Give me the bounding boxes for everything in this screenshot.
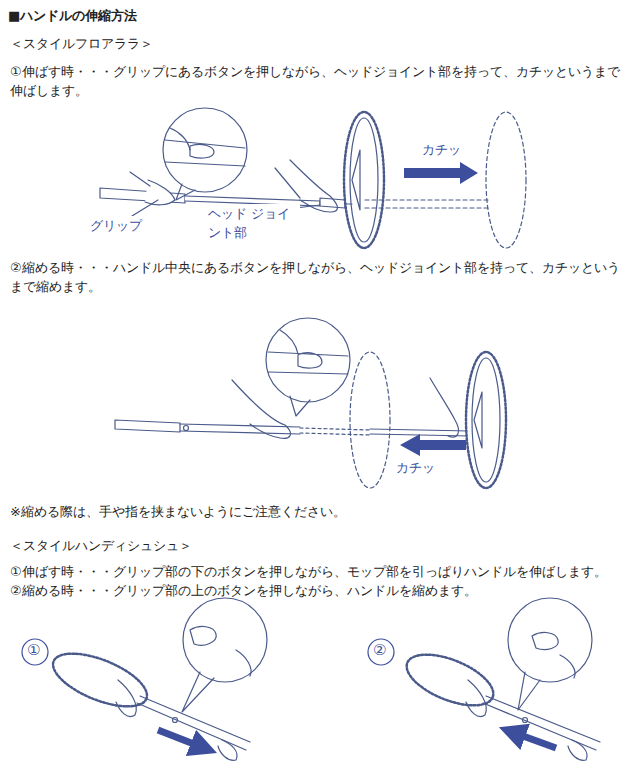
instruction-text: ②縮める時・・・グリップ部の上のボタンを押しながら、ハンドルを縮めます。 [10, 581, 477, 600]
section-heading: ＜スタイルハンディシュシュ＞ [10, 536, 192, 555]
callout-number: ② [373, 641, 386, 659]
callout-number: ① [27, 641, 40, 659]
sound-label: カチッ [394, 458, 437, 477]
instruction-text: ①伸ばす時・・・グリップ部の下のボタンを押しながら、モップ部を引っぱりハンドルを… [10, 562, 607, 581]
instruction-text: ②縮める時・・・ハンドル中央にあるボタンを押しながら、ヘッドジョイント部を持って… [10, 258, 630, 296]
mop-shrink-figure [115, 318, 506, 488]
part-label: グリップ [88, 216, 144, 235]
mop-extend-figure [100, 108, 526, 248]
duster-extend-figure [22, 598, 267, 760]
note-text: ※縮める際は、手や指を挟まないようにご注意ください。 [10, 502, 346, 521]
duster-shrink-figure [368, 598, 600, 760]
page-title: ■ハンドルの伸縮方法 [8, 6, 137, 25]
instruction-text: ①伸ばす時・・・グリップにあるボタンを押しながら、ヘッドジョイント部を持って、カ… [10, 62, 630, 100]
section-heading: ＜スタイルフロアララ＞ [10, 34, 153, 53]
part-label: ヘッド ジョイント部 [206, 204, 300, 242]
sound-label: カチッ [420, 140, 463, 159]
